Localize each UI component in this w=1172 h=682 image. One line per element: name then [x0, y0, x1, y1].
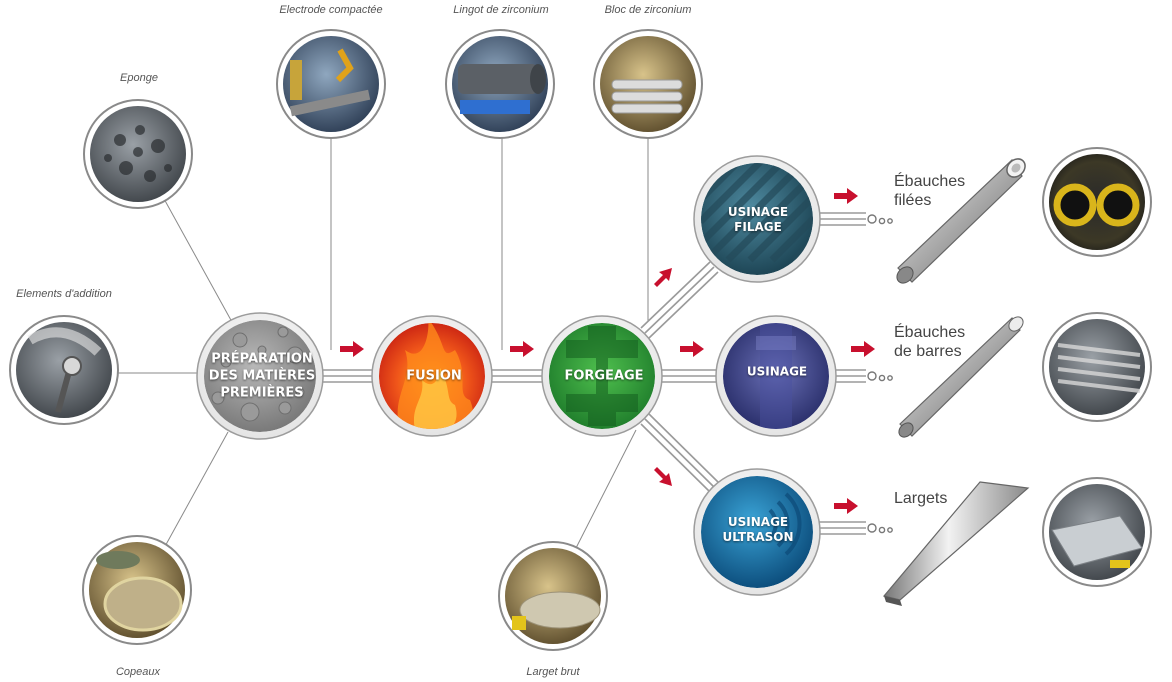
pipe-forge-ultrason: [640, 413, 719, 493]
usinage-filage-circle: [701, 163, 813, 275]
end-dots: [867, 214, 893, 534]
pipe-prep-fusion: [318, 369, 380, 383]
photo-elements-addition: [9, 315, 119, 425]
pipe-forge-filage: [640, 261, 719, 339]
pipe-fusion-forge: [487, 369, 549, 383]
photo-eponge: [83, 99, 193, 209]
label-line: PRÉPARATION: [211, 351, 313, 367]
output-ebauches-filees: Ébauches filées: [894, 172, 994, 210]
photo-bloc-zirconium: [593, 29, 703, 139]
caption-eponge: Eponge: [120, 72, 158, 84]
forgeage-circle: [549, 323, 655, 429]
pipe-ultrason-out: [814, 521, 866, 535]
process-preparation-label: PRÉPARATION DES MATIÈRES PREMIÈRES: [209, 351, 315, 402]
preparation-circle: [204, 320, 316, 432]
pipes: [318, 212, 866, 535]
process-usinage-filage-label: USINAGE FILAGE: [728, 205, 788, 235]
caption-electrode-compactee: Electrode compactée: [279, 4, 383, 16]
caption-elements-addition: Elements d'addition: [16, 288, 112, 300]
label-line: FILAGE: [734, 220, 782, 234]
label-line: Ébauches: [894, 324, 966, 341]
caption-bloc-zirconium: Bloc de zirconium: [604, 4, 692, 16]
caption-lingot-zirconium: Lingot de zirconium: [453, 4, 549, 16]
arrow-icon: [654, 268, 672, 287]
arrow-icon: [510, 341, 534, 357]
process-forgeage-label: FORGEAGE: [564, 368, 644, 384]
process-usinage-label: USINAGE: [746, 364, 808, 379]
label-line: de barres: [894, 343, 962, 360]
pipe-forge-usinage: [657, 369, 723, 383]
product-barre: [898, 316, 1024, 438]
arrow-icon: [340, 341, 364, 357]
label-line: USINAGE: [727, 515, 789, 529]
usinage-ultrason-circle: [701, 476, 813, 588]
arrow-icon: [654, 467, 672, 486]
label-line: filées: [894, 192, 932, 209]
product-tube-filees: [896, 158, 1026, 284]
product-larget: [882, 481, 1030, 606]
photo-larget-brut: [498, 541, 608, 651]
line-larget-brut: [575, 429, 637, 549]
label-line: DES MATIÈRES: [208, 368, 316, 384]
output-largets: Largets: [894, 490, 948, 507]
photo-lingot-zirconium: [445, 29, 555, 139]
photo-electrode-compactee: [276, 29, 386, 139]
photo-ebauches-barres: [1042, 312, 1152, 422]
label-line: Ébauches: [894, 173, 966, 190]
arrow-icon: [834, 188, 858, 204]
photo-ebauches-filees: [1042, 147, 1152, 257]
photo-copeaux: [82, 535, 192, 645]
process-fusion-label: FUSION: [406, 368, 462, 384]
fusion-circle: [379, 323, 485, 429]
output-ebauches-barres: Ébauches de barres: [894, 323, 994, 361]
caption-larget-brut: Larget brut: [526, 666, 580, 678]
arrow-icon: [851, 341, 875, 357]
line-eponge: [162, 196, 233, 323]
usinage-circle: [723, 323, 829, 429]
photo-largets: [1042, 477, 1152, 587]
label-line: PREMIÈRES: [220, 385, 304, 401]
red-arrows: [340, 188, 875, 514]
connector-lines: [112, 138, 649, 551]
pipe-filage-out: [814, 212, 866, 226]
arrow-icon: [680, 341, 704, 357]
caption-copeaux: Copeaux: [115, 666, 161, 678]
arrow-icon: [834, 498, 858, 514]
label-line: ULTRASON: [722, 530, 794, 544]
label-line: USINAGE: [727, 205, 789, 219]
line-copeaux: [162, 431, 229, 551]
process-usinage-ultrason-label: USINAGE ULTRASON: [722, 515, 793, 545]
